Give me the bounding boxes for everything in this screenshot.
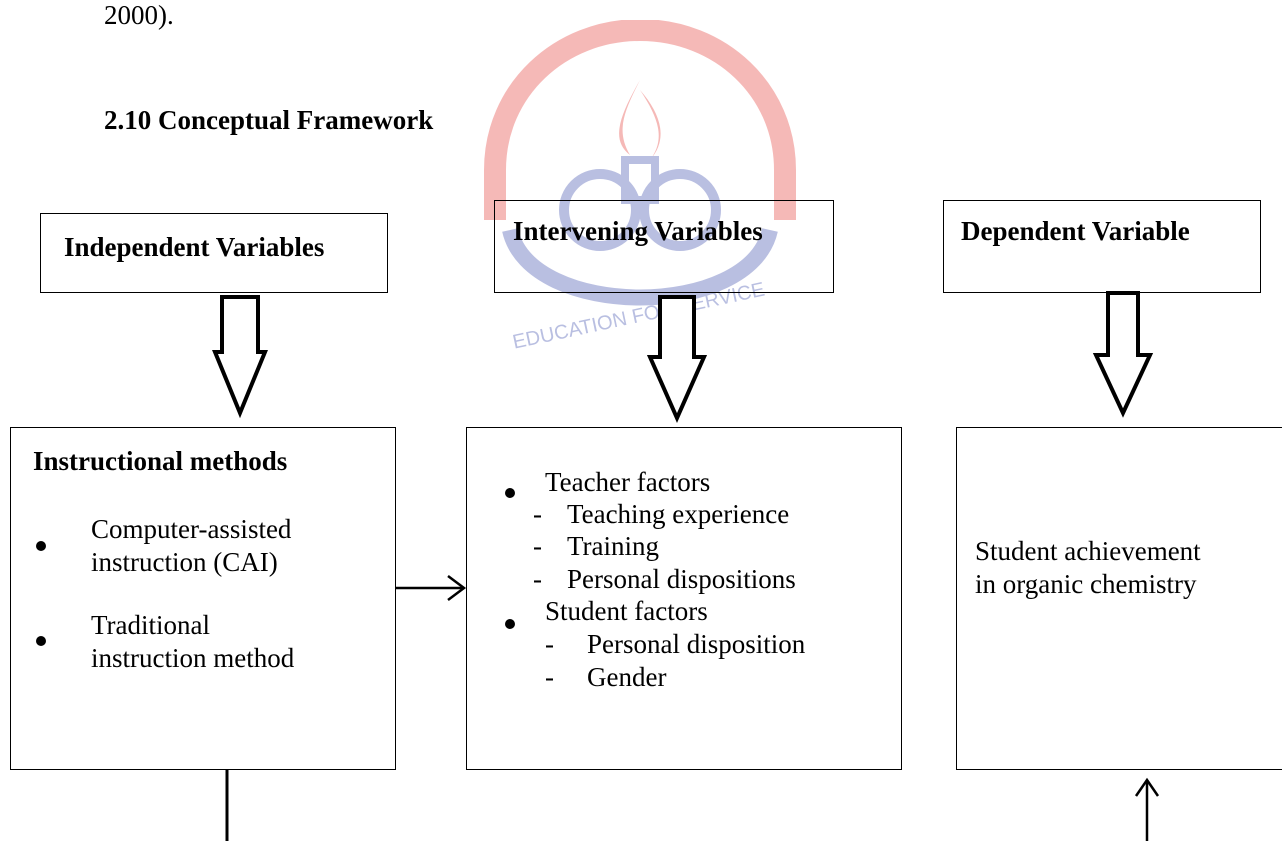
independent-variables-box: Independent Variables [40, 213, 388, 293]
dependent-up-arrow-head [1134, 777, 1160, 797]
student-achievement-box: Student achievement in organic chemistry [956, 427, 1282, 770]
cai-item-line1: Computer-assisted [91, 514, 292, 544]
dash-icon: - [545, 662, 554, 692]
bullet-icon [505, 619, 515, 629]
traditional-item-line1: Traditional [91, 610, 211, 640]
dash-icon: - [533, 564, 542, 594]
dash-icon: - [533, 531, 542, 561]
down-block-arrow-intervening [646, 295, 708, 423]
down-block-arrow-independent [212, 295, 268, 419]
traditional-item-line2: instruction method [91, 643, 295, 673]
independent-variables-label: Independent Variables [64, 232, 325, 262]
section-title: 2.10 Conceptual Framework [104, 105, 434, 135]
dash-icon: - [545, 629, 554, 659]
teacher-factors-label: Teacher factors [545, 467, 711, 497]
dependent-variable-box: Dependent Variable [943, 200, 1261, 293]
bullet-icon [505, 488, 515, 498]
teaching-experience-label: Teaching experience [567, 499, 790, 529]
student-achievement-line2: in organic chemistry [975, 569, 1197, 599]
instructional-methods-title: Instructional methods [33, 446, 288, 476]
intervening-variables-box: Intervening Variables [494, 200, 834, 293]
dash-icon: - [533, 499, 542, 529]
instructional-methods-box: Instructional methods Computer-assisted … [10, 427, 396, 770]
connector-arrow-head [447, 575, 467, 601]
dependent-variable-label: Dependent Variable [961, 216, 1190, 246]
down-block-arrow-dependent [1092, 291, 1154, 418]
intervening-variables-label: Intervening Variables [513, 216, 763, 246]
intervening-factors-list: Teacher factors - Teaching experience - … [505, 467, 905, 768]
intervening-factors-box: Teacher factors - Teaching experience - … [466, 427, 902, 770]
personal-disposition-label: Personal disposition [587, 629, 806, 659]
student-factors-label: Student factors [545, 596, 708, 626]
training-label: Training [567, 531, 660, 561]
bullet-icon [36, 636, 46, 646]
personal-dispositions-label: Personal dispositions [567, 564, 796, 594]
university-seal-watermark: EDUCATION FOR SERVICE [484, 20, 796, 354]
intro-text: 2000). [104, 0, 174, 30]
cai-item-line2: instruction (CAI) [91, 547, 278, 577]
gender-label: Gender [587, 662, 667, 692]
bullet-icon [36, 541, 46, 551]
student-achievement-line1: Student achievement [975, 536, 1201, 566]
